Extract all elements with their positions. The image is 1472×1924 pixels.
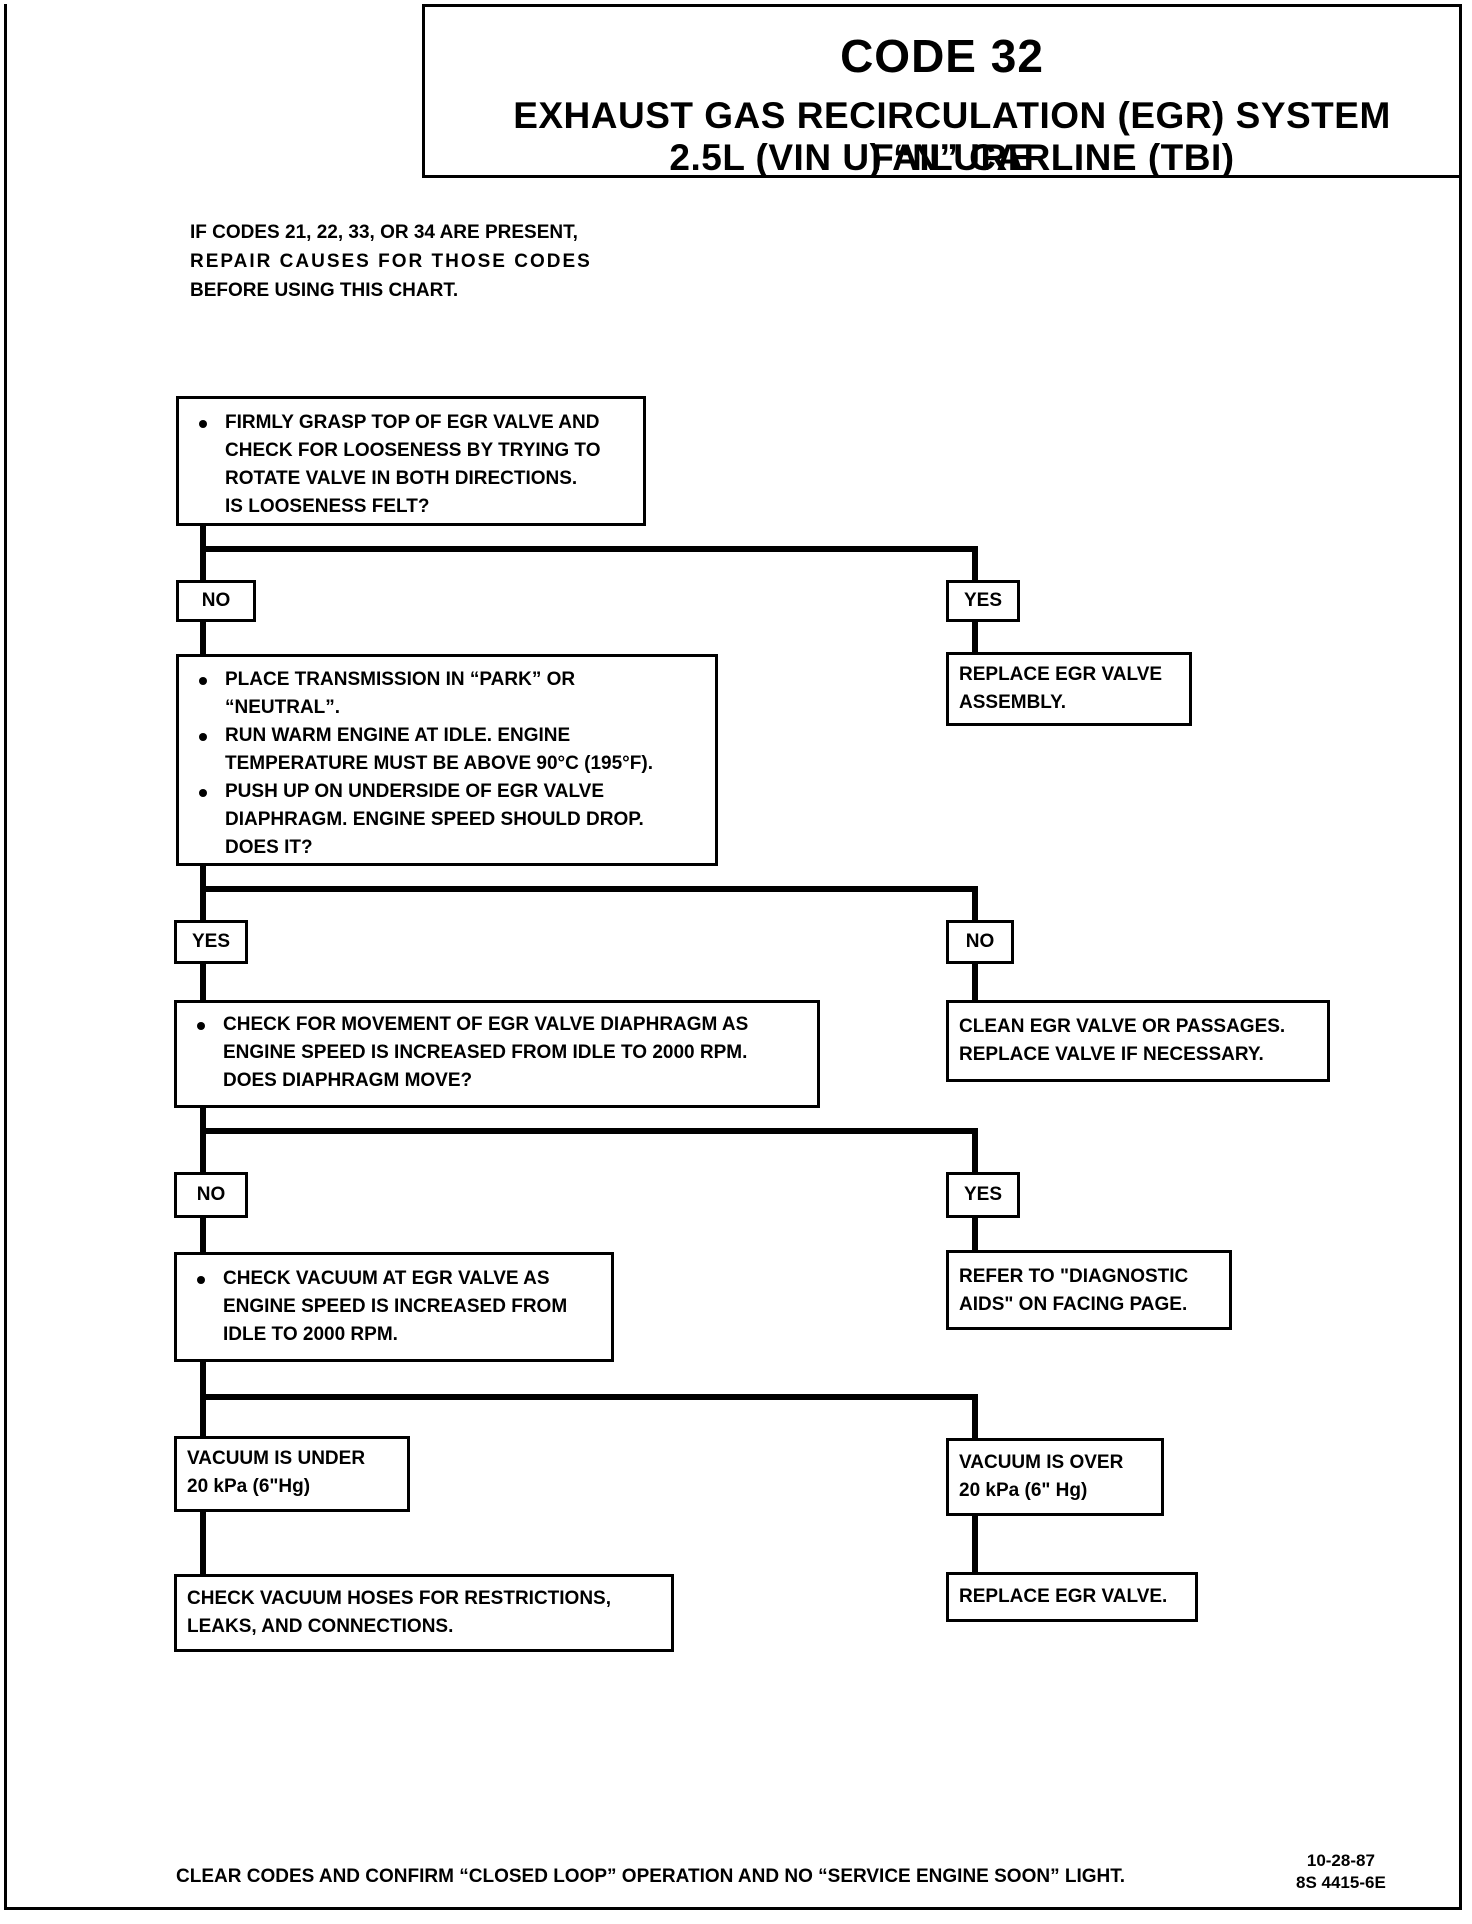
step-4-text-line: IDLE TO 2000 RPM. <box>223 1324 398 1345</box>
connector-line <box>200 620 206 656</box>
connector-line <box>200 962 206 1000</box>
result-vacuum-under: VACUUM IS UNDER 20 kPa (6"Hg) <box>174 1436 410 1512</box>
label-yes-3: YES <box>946 1172 1020 1218</box>
connector-line <box>972 546 978 582</box>
step-2-text-line: DIAPHRAGM. ENGINE SPEED SHOULD DROP. <box>225 809 644 830</box>
result-text-line: CLEAN EGR VALVE OR PASSAGES. <box>959 1016 1286 1037</box>
document-reference: 10-28-87 8S 4415-6E <box>1296 1850 1386 1894</box>
step-3-box: CHECK FOR MOVEMENT OF EGR VALVE DIAPHRAG… <box>174 1000 820 1108</box>
step-2-bullet: PUSH UP ON UNDERSIDE OF EGR VALVE DIAPHR… <box>191 778 703 862</box>
title-block: CODE 32 EXHAUST GAS RECIRCULATION (EGR) … <box>422 4 1462 178</box>
step-1-text-line: FIRMLY GRASP TOP OF EGR VALVE AND <box>225 412 600 433</box>
result-text-line: REFER TO "DIAGNOSTIC <box>959 1266 1189 1287</box>
step-2-box: PLACE TRANSMISSION IN “PARK” OR “NEUTRAL… <box>176 654 718 866</box>
pre-check-note-line: REPAIR CAUSES FOR THOSE CODES <box>190 251 592 272</box>
result-replace-egr-valve-assembly: REPLACE EGR VALVE ASSEMBLY. <box>946 652 1192 726</box>
step-1-box: FIRMLY GRASP TOP OF EGR VALVE AND CHECK … <box>176 396 646 526</box>
result-text-line: REPLACE VALVE IF NECESSARY. <box>959 1044 1264 1065</box>
document-number: 8S 4415-6E <box>1296 1873 1386 1892</box>
chart-title: EXHAUST GAS RECIRCULATION (EGR) SYSTEM F… <box>513 95 1391 178</box>
step-4-text-line: ENGINE SPEED IS INCREASED FROM <box>223 1296 568 1317</box>
label-yes-1: YES <box>946 580 1020 622</box>
pre-check-note-line: IF CODES 21, 22, 33, OR 34 ARE PRESENT, <box>190 222 578 243</box>
connector-line <box>200 1128 978 1134</box>
connector-line <box>972 620 978 656</box>
connector-line <box>972 886 978 922</box>
label-yes-2: YES <box>174 920 248 964</box>
result-text-line: REPLACE EGR VALVE <box>959 664 1163 685</box>
code-title: CODE 32 <box>840 30 1044 82</box>
pre-check-note-line: BEFORE USING THIS CHART. <box>190 280 459 301</box>
connector-line <box>972 1128 978 1174</box>
connector-line <box>972 962 978 1000</box>
result-text-line: 20 kPa (6" Hg) <box>959 1480 1088 1501</box>
step-2-bullet: PLACE TRANSMISSION IN “PARK” OR “NEUTRAL… <box>191 666 703 722</box>
chart-subtitle: 2.5L (VIN U) “N” CARLINE (TBI) <box>669 137 1235 178</box>
footer-note: CLEAR CODES AND CONFIRM “CLOSED LOOP” OP… <box>176 1866 1126 1887</box>
step-3-bullet: CHECK FOR MOVEMENT OF EGR VALVE DIAPHRAG… <box>189 1011 805 1095</box>
step-2-text-line: RUN WARM ENGINE AT IDLE. ENGINE <box>225 725 571 746</box>
document-date: 10-28-87 <box>1306 1851 1375 1870</box>
result-replace-egr-valve: REPLACE EGR VALVE. <box>946 1572 1198 1622</box>
connector-line <box>200 546 978 552</box>
step-4-text-line: CHECK VACUUM AT EGR VALVE AS <box>223 1268 550 1289</box>
step-1-text-line: IS LOOSENESS FELT? <box>225 496 430 517</box>
label-no-3: NO <box>174 1172 248 1218</box>
connector-line <box>972 1512 978 1574</box>
connector-line <box>972 1394 978 1440</box>
result-check-vacuum-hoses: CHECK VACUUM HOSES FOR RESTRICTIONS, LEA… <box>174 1574 674 1652</box>
step-3-text-line: CHECK FOR MOVEMENT OF EGR VALVE DIAPHRAG… <box>223 1014 749 1035</box>
step-2-text-line: PLACE TRANSMISSION IN “PARK” OR <box>225 669 576 690</box>
step-1-text-line: ROTATE VALVE IN BOTH DIRECTIONS. <box>225 468 578 489</box>
step-2-bullet: RUN WARM ENGINE AT IDLE. ENGINE TEMPERAT… <box>191 722 703 778</box>
connector-line <box>200 1104 206 1174</box>
label-no-1: NO <box>176 580 256 622</box>
step-2-text-line: “NEUTRAL”. <box>225 697 341 718</box>
connector-line <box>200 1214 206 1254</box>
pre-check-note: IF CODES 21, 22, 33, OR 34 ARE PRESENT, … <box>190 218 592 305</box>
step-2-text-line: DOES IT? <box>225 837 313 858</box>
result-text-line: VACUUM IS OVER <box>959 1452 1124 1473</box>
result-text-line: CHECK VACUUM HOSES FOR RESTRICTIONS, <box>187 1588 612 1609</box>
step-2-text-line: TEMPERATURE MUST BE ABOVE 90°C (195°F). <box>225 753 653 774</box>
connector-line <box>200 886 978 892</box>
step-1-text-line: CHECK FOR LOOSENESS BY TRYING TO <box>225 440 601 461</box>
result-refer-diagnostic-aids: REFER TO "DIAGNOSTIC AIDS" ON FACING PAG… <box>946 1250 1232 1330</box>
step-4-bullet: CHECK VACUUM AT EGR VALVE AS ENGINE SPEE… <box>189 1265 599 1349</box>
step-3-text-line: ENGINE SPEED IS INCREASED FROM IDLE TO 2… <box>223 1042 748 1063</box>
step-3-text-line: DOES DIAPHRAGM MOVE? <box>223 1070 473 1091</box>
label-no-2: NO <box>946 920 1014 964</box>
step-1-bullet: FIRMLY GRASP TOP OF EGR VALVE AND CHECK … <box>191 409 631 521</box>
connector-line <box>200 1394 978 1400</box>
result-text-line: ASSEMBLY. <box>959 692 1066 713</box>
step-4-box: CHECK VACUUM AT EGR VALVE AS ENGINE SPEE… <box>174 1252 614 1362</box>
step-2-text-line: PUSH UP ON UNDERSIDE OF EGR VALVE <box>225 781 604 802</box>
result-text-line: AIDS" ON FACING PAGE. <box>959 1294 1188 1315</box>
page-frame <box>4 4 1462 1910</box>
result-vacuum-over: VACUUM IS OVER 20 kPa (6" Hg) <box>946 1438 1164 1516</box>
connector-line <box>200 524 206 584</box>
result-text-line: 20 kPa (6"Hg) <box>187 1476 311 1497</box>
connector-line <box>972 1214 978 1252</box>
result-text-line: REPLACE EGR VALVE. <box>959 1586 1168 1607</box>
connector-line <box>200 1508 206 1576</box>
result-clean-egr-valve: CLEAN EGR VALVE OR PASSAGES. REPLACE VAL… <box>946 1000 1330 1082</box>
connector-line <box>200 862 206 922</box>
result-text-line: VACUUM IS UNDER <box>187 1448 366 1469</box>
result-text-line: LEAKS, AND CONNECTIONS. <box>187 1616 454 1637</box>
